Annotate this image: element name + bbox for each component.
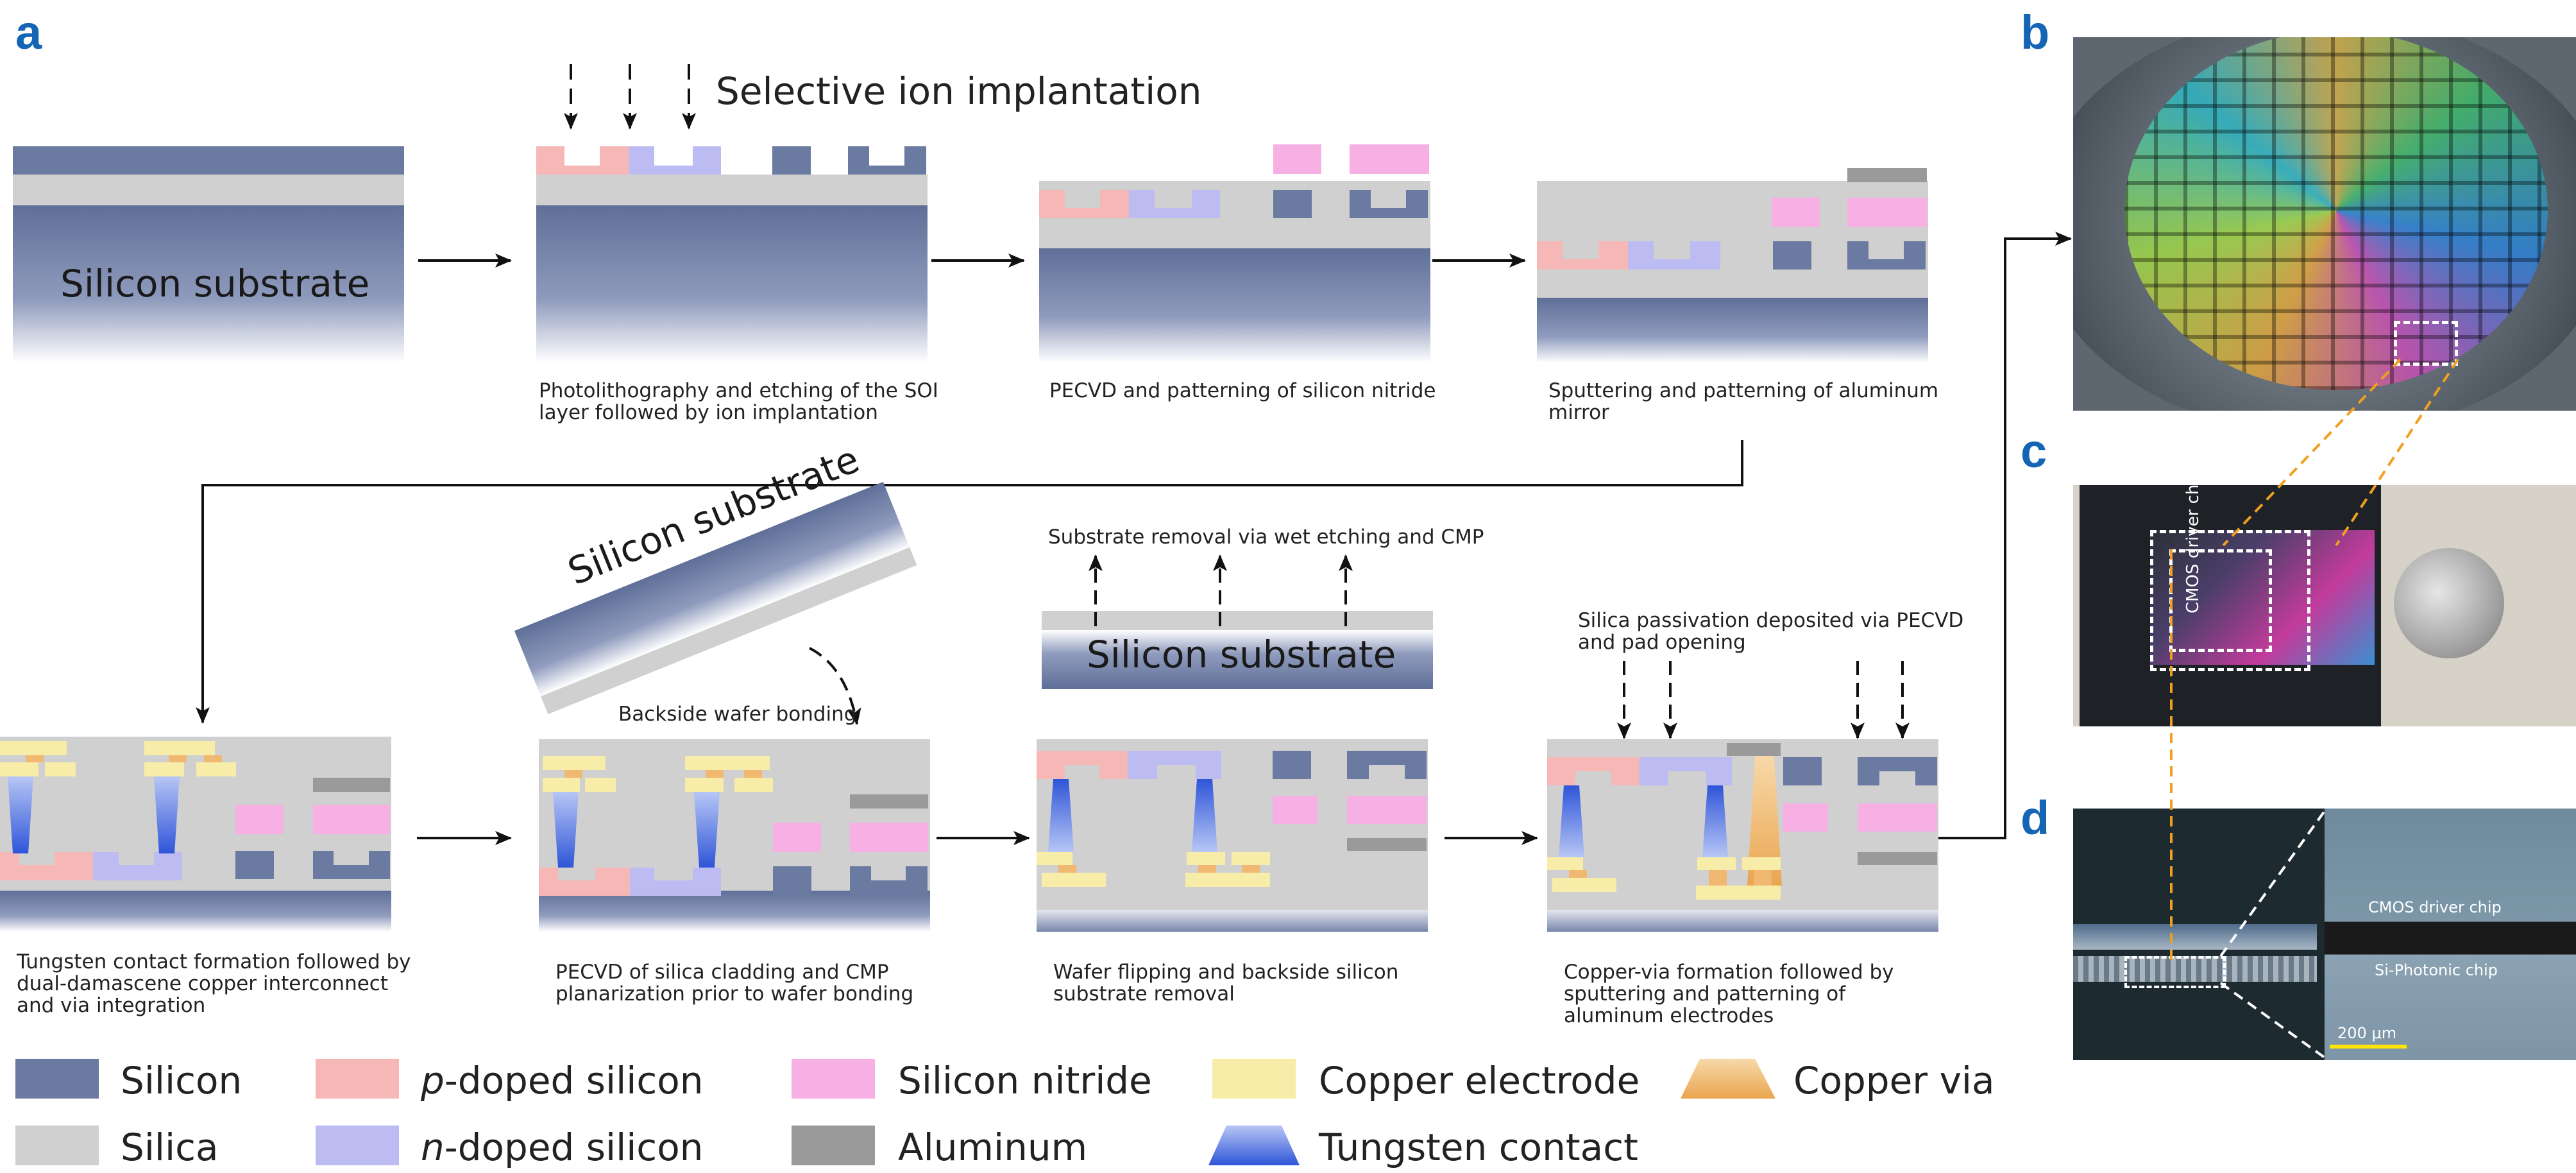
- step-4-aluminum-mirror: [1537, 168, 1928, 363]
- cross-section-photo: CMOS driver chip Si-Photonic chip 200 μm: [2073, 809, 2576, 1060]
- step-8-copper-via-aluminum: [1547, 661, 1938, 932]
- si-photonic-chip-photo-label: Si-Photonic chip: [2375, 961, 2498, 979]
- step-2-ion-implantation: [536, 64, 928, 363]
- caption-step-4: Sputtering and patterning of aluminum mi…: [1548, 379, 1939, 424]
- wafer-photo: [2073, 37, 2576, 411]
- step-3-silicon-nitride: [1039, 144, 1430, 363]
- cmos-driver-chip-label: CMOS driver chip: [2183, 485, 2203, 613]
- step-7-substrate-removal: [1037, 554, 1433, 932]
- legend-swatch-nitride: [792, 1059, 875, 1099]
- legend-swatch-p-doped: [316, 1059, 399, 1099]
- legend-label-silica: Silica: [121, 1126, 219, 1169]
- panel-label-d: d: [2021, 791, 2050, 844]
- caption-step-5: Tungsten contact formation followed by d…: [17, 950, 411, 1017]
- legend-swatches: [15, 1059, 1775, 1165]
- legend-swatch-silica: [15, 1126, 99, 1165]
- caption-step-8: Copper-via formation followed by sputter…: [1564, 961, 1894, 1027]
- floating-substrate-label: Silicon substrate: [1087, 633, 1396, 676]
- cmos-driver-chip-photo-label: CMOS driver chip: [2368, 898, 2502, 916]
- selective-ion-implantation-label: Selective ion implantation: [716, 69, 1202, 113]
- legend-swatch-tungsten: [1208, 1126, 1300, 1165]
- board-photo: CMOS driver chip: [2073, 485, 2576, 726]
- legend-swatch-aluminum: [792, 1126, 875, 1165]
- panel-label-a: a: [15, 6, 42, 59]
- caption-step-3: PECVD and patterning of silicon nitride: [1049, 379, 1436, 402]
- legend-label-silicon: Silicon: [121, 1059, 242, 1102]
- step-1-soi-wafer: [13, 146, 404, 363]
- panel-label-c: c: [2021, 424, 2047, 477]
- legend-label-tungsten: Tungsten contact: [1319, 1126, 1638, 1169]
- step-5-tungsten-copper: [0, 737, 391, 932]
- panel-label-b: b: [2021, 6, 2050, 59]
- caption-step-7: Wafer flipping and backside silicon subs…: [1053, 961, 1399, 1006]
- legend-label-copper-electrode: Copper electrode: [1319, 1059, 1640, 1102]
- wafer-disk: [2124, 37, 2548, 390]
- legend-label-n-doped: n-doped silicon: [421, 1126, 704, 1169]
- substrate-removal-label: Substrate removal via wet etching and CM…: [1048, 526, 1484, 549]
- legend-label-p-doped: p-doped silicon: [421, 1059, 704, 1102]
- scale-bar-label: 200 μm: [2337, 1024, 2397, 1042]
- legend-swatch-copper-via: [1681, 1059, 1775, 1099]
- caption-step-6: PECVD of silica cladding and CMP planari…: [555, 961, 914, 1006]
- legend-label-nitride: Silicon nitride: [898, 1059, 1152, 1102]
- legend-swatch-silicon: [15, 1059, 99, 1099]
- tilted-silicon-substrate: [514, 481, 917, 714]
- step-6-wafer-bonding: [514, 481, 930, 932]
- legend-swatch-copper-electrode: [1212, 1059, 1296, 1099]
- caption-step-2: Photolithography and etching of the SOI …: [539, 379, 938, 424]
- substrate-label-step1: Silicon substrate: [60, 262, 370, 305]
- backside-bonding-label: Backside wafer bonding: [618, 703, 857, 726]
- silica-passivation-label: Silica passivation deposited via PECVD a…: [1578, 609, 1964, 654]
- legend-swatch-n-doped: [316, 1126, 399, 1165]
- legend-label-aluminum: Aluminum: [898, 1126, 1088, 1169]
- coin: [2394, 548, 2504, 658]
- legend-label-copper-via: Copper via: [1793, 1059, 1995, 1102]
